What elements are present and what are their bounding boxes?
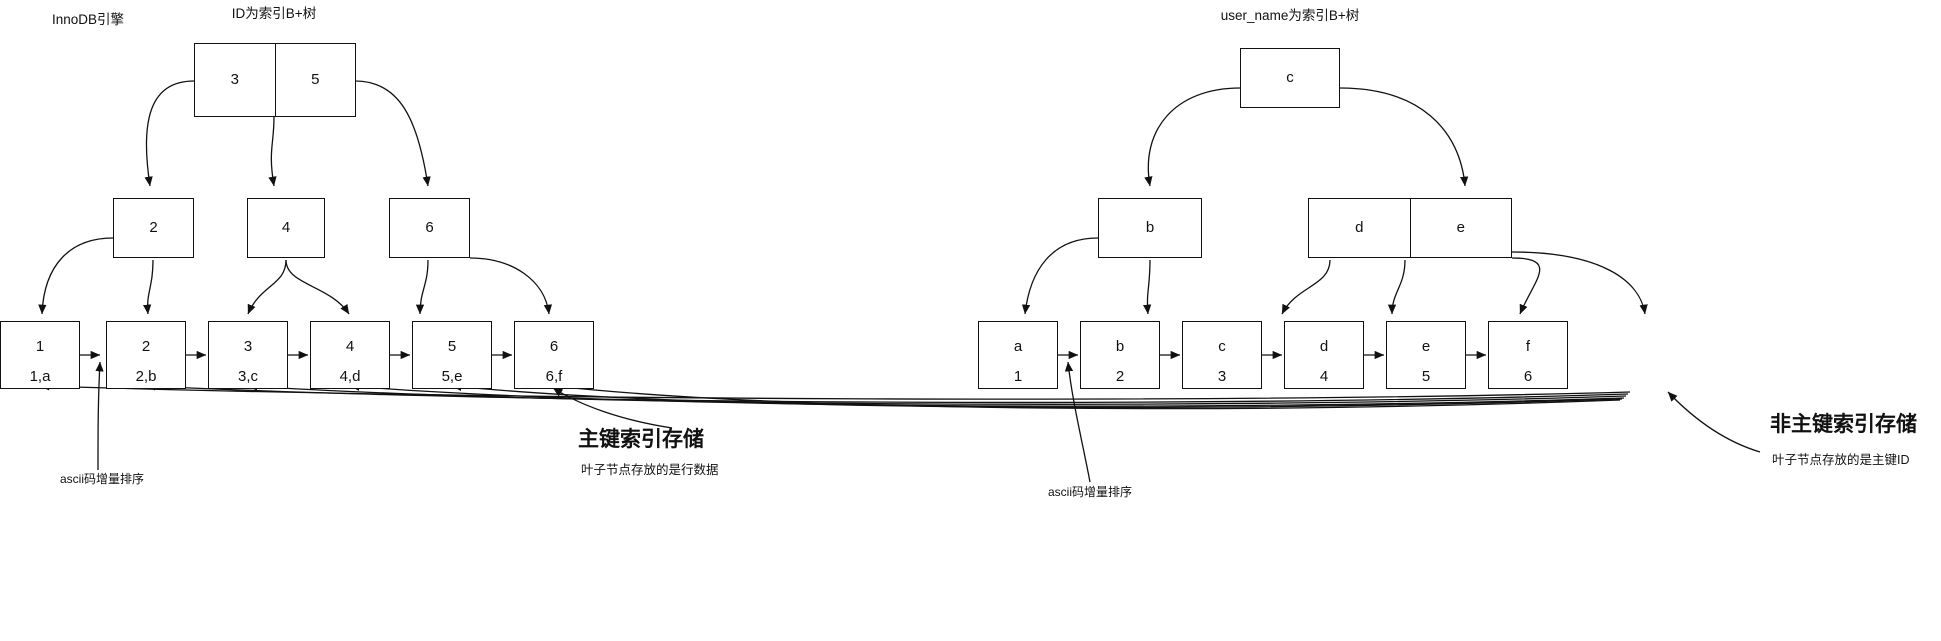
primary-leaf-cell-2: 3 3,c [209,322,287,388]
secondary-internal-node-0[interactable]: b [1098,198,1202,258]
secondary-leaf-key-0: a [1013,338,1023,355]
primary-leaf-cell-3: 4 4,d [311,322,389,388]
secondary-internal-cell-0-0: b [1145,219,1155,236]
primary-index-storage-heading: 主键索引存储 [578,428,704,451]
secondary-leaf-key-1: b [1115,338,1125,355]
secondary-leaf-node-4[interactable]: e 5 [1386,321,1466,389]
primary-leaf-key-3: 4 [345,338,355,355]
secondary-leaf-key-3: d [1319,338,1329,355]
secondary-leaf-cell-4: e 5 [1387,322,1465,388]
secondary-leaf-row-3: 4 [1319,368,1329,385]
primary-leaf-row-0: 1,a [29,368,51,385]
primary-leaf-row-1: 2,b [135,368,157,385]
primary-internal-cell-2-0: 6 [425,219,434,236]
primary-leaf-node-1[interactable]: 2 2,b [106,321,186,389]
primary-internal-node-1[interactable]: 4 [247,198,325,258]
secondary-index-storage-heading: 非主键索引存储 [1770,413,1917,436]
primary-leaf-node-3[interactable]: 4 4,d [310,321,390,389]
primary-leaf-key-4: 5 [447,338,457,355]
secondary-leaf-cell-0: a 1 [979,322,1057,388]
label-innodb-engine: InnoDB引擎 [52,12,125,27]
primary-leaf-cell-0: 1 1,a [1,322,79,388]
secondary-leaf-cell-2: c 3 [1183,322,1261,388]
primary-leaf-key-1: 2 [141,338,151,355]
secondary-index-storage-subtitle: 叶子节点存放的是主键ID [1772,453,1910,467]
primary-leaf-node-0[interactable]: 1 1,a [0,321,80,389]
secondary-leaf-cell-1: b 2 [1081,322,1159,388]
label-secondary-index-tree: user_name为索引B+树 [1220,8,1360,23]
primary-leaf-cell-1: 2 2,b [107,322,185,388]
secondary-leaf-row-1: 2 [1115,368,1125,385]
primary-root-cell-1: 5 [274,44,356,116]
secondary-root-cell-0: c [1286,69,1294,86]
primary-leaf-key-2: 3 [243,338,253,355]
primary-leaf-node-2[interactable]: 3 3,c [208,321,288,389]
primary-internal-cell-0-0: 2 [149,219,158,236]
primary-index-storage-subtitle: 叶子节点存放的是行数据 [581,463,719,477]
secondary-internal-node-1[interactable]: d e [1308,198,1512,258]
secondary-leaf-node-2[interactable]: c 3 [1182,321,1262,389]
secondary-internal-cell-1-0: d [1355,219,1364,236]
secondary-leaf-node-0[interactable]: a 1 [978,321,1058,389]
primary-internal-node-0[interactable]: 2 [113,198,194,258]
primary-leaf-node-4[interactable]: 5 5,e [412,321,492,389]
secondary-leaf-row-4: 5 [1421,368,1431,385]
primary-leaf-row-3: 4,d [339,368,361,385]
label-primary-index-tree: ID为索引B+树 [231,6,317,21]
secondary-leaf-cell-3: d 4 [1285,322,1363,388]
primary-leaf-cell-5: 6 6,f [515,322,593,388]
primary-root-node[interactable]: 3 5 [194,43,356,117]
primary-leaf-node-5[interactable]: 6 6,f [514,321,594,389]
primary-root-cell-0: 3 [230,71,239,88]
secondary-leaf-key-2: c [1218,338,1226,355]
secondary-internal-cell-1-1: e [1409,199,1512,257]
secondary-leaf-node-3[interactable]: d 4 [1284,321,1364,389]
secondary-leaf-node-5[interactable]: f 6 [1488,321,1568,389]
secondary-leaf-key-5: f [1525,338,1531,355]
secondary-leaf-row-2: 3 [1217,368,1227,385]
primary-leaf-row-2: 3,c [237,368,258,385]
secondary-leaf-node-1[interactable]: b 2 [1080,321,1160,389]
primary-leaf-key-5: 6 [549,338,559,355]
secondary-root-node[interactable]: c [1240,48,1340,108]
secondary-leaf-cell-5: f 6 [1489,322,1567,388]
primary-leaf-cell-4: 5 5,e [413,322,491,388]
primary-internal-cell-1-0: 4 [281,219,291,236]
secondary-leaf-row-5: 6 [1523,368,1533,385]
secondary-ascii-order-note: ascii码增量排序 [1048,485,1133,499]
secondary-leaf-row-0: 1 [1013,368,1023,385]
secondary-leaf-key-4: e [1421,338,1431,355]
primary-leaf-row-4: 5,e [441,368,463,385]
primary-leaf-key-0: 1 [35,338,45,355]
primary-ascii-order-note: ascii码增量排序 [60,472,145,486]
primary-internal-node-2[interactable]: 6 [389,198,470,258]
primary-leaf-row-5: 6,f [545,368,563,385]
